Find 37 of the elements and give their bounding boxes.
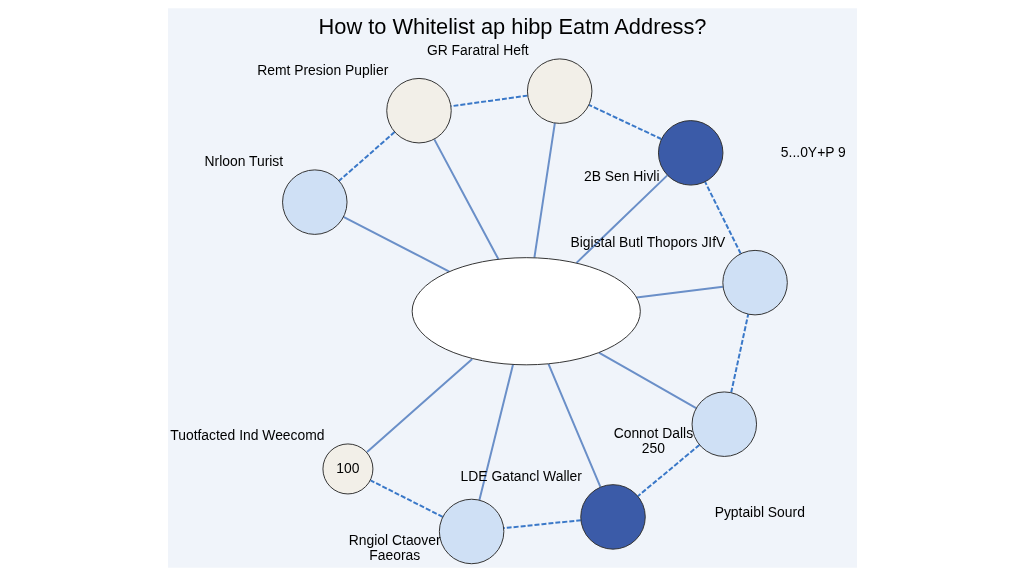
connector [432,138,499,261]
node-label: Remt Presion Puplier [256,61,388,78]
node-circle: 100 [321,443,373,495]
connector [547,362,601,488]
connector [342,215,450,273]
label: Pyptaibl Sourd [714,503,805,520]
connector [703,180,742,255]
node-label: Tuotfacted Ind Weecomd [169,427,324,444]
node-label: 2B Sen Hivli [583,168,660,185]
connector [337,131,396,182]
node-label: Connot Dalls [613,424,693,441]
node-label: LDE Gatancl Waller [460,467,582,484]
node-circle [691,391,757,457]
connector [532,122,556,259]
node-label: Nrloon Turist [204,153,283,170]
connector [477,363,514,502]
connector [369,479,444,518]
node-circle [721,249,788,316]
node-label: GR Faratral Heft [426,42,529,59]
node-label: Rngiol Ctaover [348,532,441,549]
connector [636,444,700,498]
connector [365,358,473,454]
node-ellipse [411,257,641,366]
connector [597,351,697,410]
connector [635,285,724,299]
node-circle [657,120,723,186]
node-label: 250 [641,439,665,456]
node-label: Bigistal Butl Thopors JIfV [570,233,725,250]
node-circle [385,77,452,144]
node-circle [579,484,646,550]
node-circle [526,58,592,124]
connector [587,103,662,140]
node-circle [281,169,348,235]
label: 5...0Y+P 9 [780,143,846,160]
diagram-title: How to Whitelist ap hibp Eatm Address? [318,13,706,39]
connector [575,174,668,264]
connector [729,313,749,394]
